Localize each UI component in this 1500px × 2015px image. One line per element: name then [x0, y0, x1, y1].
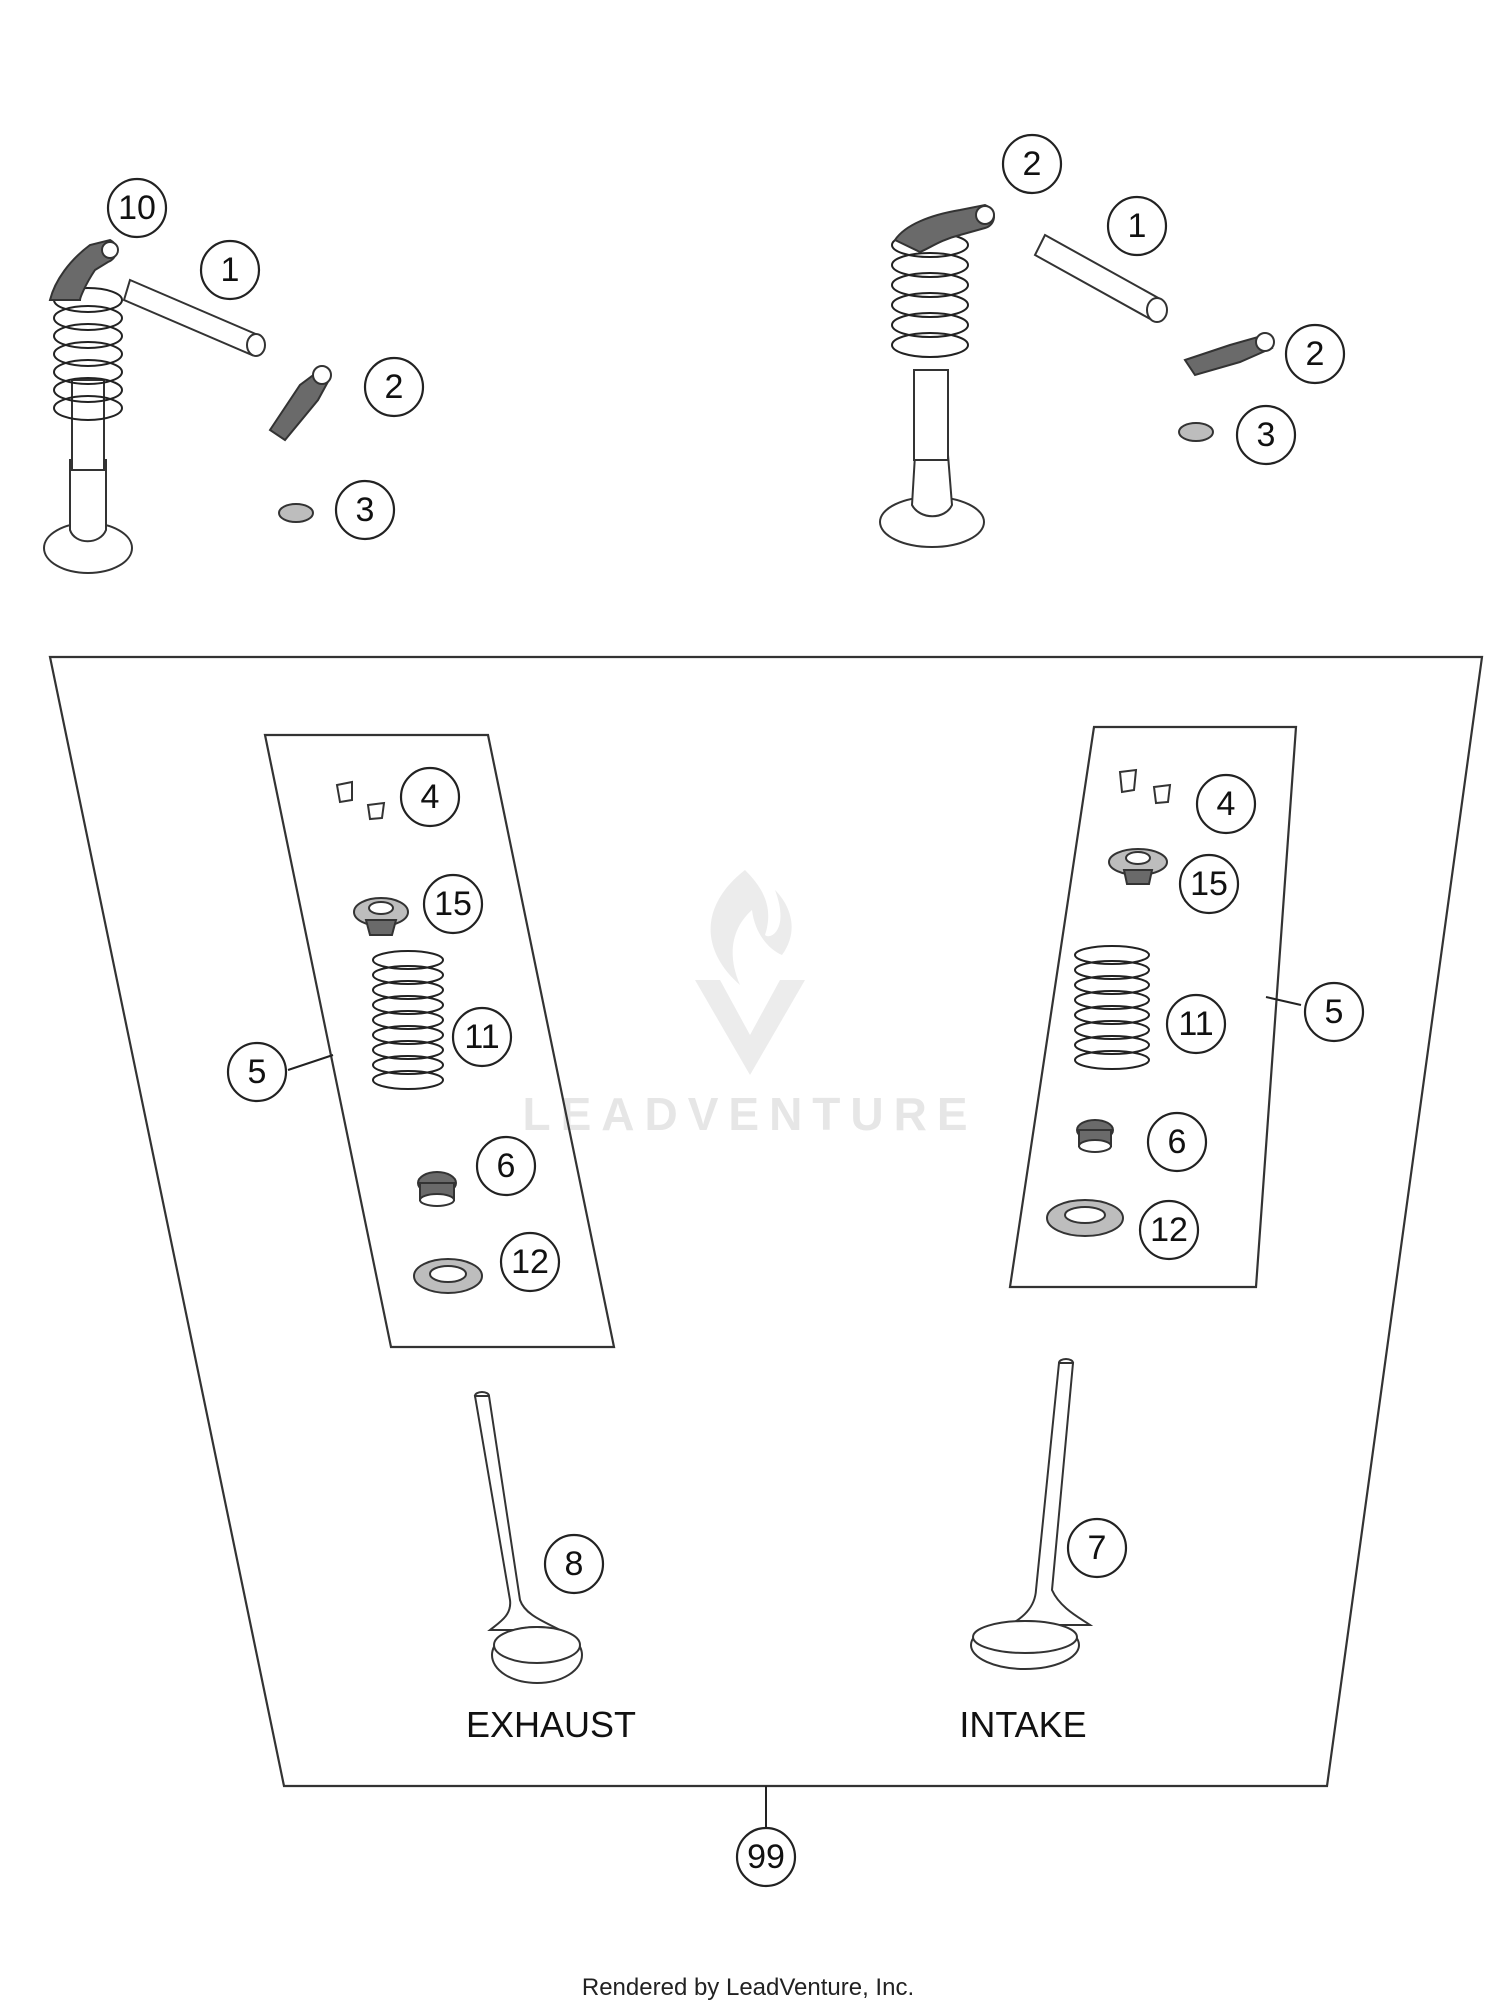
intake-spring-kit: 4 15 11 6 12 5: [1008, 725, 1365, 1289]
top-right-assembly: 2 1 2 3: [879, 133, 1346, 548]
callout-5: 5: [1303, 981, 1365, 1043]
svg-text:4: 4: [421, 778, 440, 816]
callout-15: 15: [422, 873, 484, 935]
svg-text:1: 1: [221, 251, 240, 289]
watermark-text: LEADVENTURE: [522, 1088, 977, 1140]
svg-text:5: 5: [1325, 993, 1344, 1031]
callout-6: 6: [1146, 1111, 1208, 1173]
exhaust-valve-assembly-drawing: [43, 238, 133, 574]
spring-retainer-drawing: [1108, 848, 1168, 885]
svg-text:10: 10: [118, 189, 156, 227]
svg-text:12: 12: [1150, 1211, 1188, 1249]
callout-7: 7: [1066, 1517, 1128, 1579]
leadventure-logo-icon: [695, 870, 805, 1075]
spring-seat-drawing: [1046, 1199, 1124, 1237]
svg-text:1: 1: [1128, 207, 1147, 245]
callout-6: 6: [475, 1135, 537, 1197]
intake-label: INTAKE: [959, 1704, 1086, 1745]
valve-kit-frame: [48, 655, 1484, 1788]
svg-text:15: 15: [434, 885, 472, 923]
svg-text:3: 3: [1257, 416, 1276, 454]
callout-4: 4: [399, 766, 461, 828]
valve-spring-drawing: [372, 950, 444, 1090]
svg-text:3: 3: [356, 491, 375, 529]
svg-text:12: 12: [511, 1243, 549, 1281]
exhaust-spring-kit: 4 15 11 6 12 5: [226, 733, 616, 1349]
valve-stem-seal-drawing: [417, 1171, 457, 1207]
spring-retainer-drawing: [353, 897, 409, 936]
callout-8: 8: [543, 1533, 605, 1595]
intake-kit-frame: [1008, 725, 1298, 1289]
svg-text:2: 2: [1306, 335, 1325, 373]
callout-12: 12: [499, 1231, 561, 1293]
callout-2: 2: [1284, 323, 1346, 385]
watermark: LEADVENTURE: [522, 870, 977, 1140]
rocker-arm-drawing: [1183, 332, 1275, 377]
valve-cotters-drawing: [1118, 768, 1172, 805]
rocker-arm-drawing: [268, 365, 332, 442]
intake-valve: 7 INTAKE: [959, 1358, 1128, 1745]
svg-text:5: 5: [248, 1053, 267, 1091]
callout-1: 1: [1106, 195, 1168, 257]
rocker-shaft-drawing: [122, 278, 266, 357]
callout-99: 99: [735, 1826, 797, 1888]
callout-10: 10: [106, 177, 168, 239]
rocker-shaft-drawing: [1033, 233, 1168, 323]
callout-3: 3: [334, 479, 396, 541]
callout-5: 5: [226, 1041, 288, 1103]
callout-4: 4: [1195, 773, 1257, 835]
valve-stem-seal-drawing: [1076, 1119, 1114, 1153]
svg-text:11: 11: [464, 1018, 499, 1056]
svg-text:2: 2: [1023, 145, 1042, 183]
svg-text:15: 15: [1190, 865, 1228, 903]
callout-11: 11: [451, 1006, 513, 1068]
shim-drawing: [278, 503, 314, 523]
svg-text:99: 99: [747, 1838, 785, 1876]
svg-text:11: 11: [1178, 1005, 1213, 1043]
exhaust-valve-drawing: [473, 1391, 583, 1684]
callout-15: 15: [1178, 853, 1240, 915]
svg-text:6: 6: [497, 1147, 516, 1185]
exhaust-kit-frame: [263, 733, 616, 1349]
svg-text:2: 2: [385, 368, 404, 406]
footer-credit: Rendered by LeadVenture, Inc.: [582, 1974, 914, 2001]
callout-12: 12: [1138, 1199, 1200, 1261]
exhaust-valve: 8 EXHAUST: [466, 1391, 636, 1745]
callout-3: 3: [1235, 404, 1297, 466]
callout-1: 1: [199, 239, 261, 301]
callout-2: 2: [363, 356, 425, 418]
top-left-assembly: 10 1 2 3: [43, 177, 425, 574]
spring-seat-drawing: [413, 1258, 483, 1294]
exhaust-label: EXHAUST: [466, 1704, 636, 1745]
intake-valve-assembly-drawing: [879, 203, 995, 548]
valve-cotters-drawing: [335, 780, 386, 821]
svg-text:7: 7: [1088, 1529, 1107, 1567]
intake-valve-drawing: [970, 1358, 1094, 1670]
svg-text:8: 8: [565, 1545, 584, 1583]
shim-drawing: [1178, 422, 1214, 442]
callout-11: 11: [1165, 993, 1227, 1055]
callout-2: 2: [1001, 133, 1063, 195]
svg-text:6: 6: [1168, 1123, 1187, 1161]
svg-text:4: 4: [1217, 785, 1236, 823]
valve-spring-drawing: [1074, 945, 1150, 1070]
